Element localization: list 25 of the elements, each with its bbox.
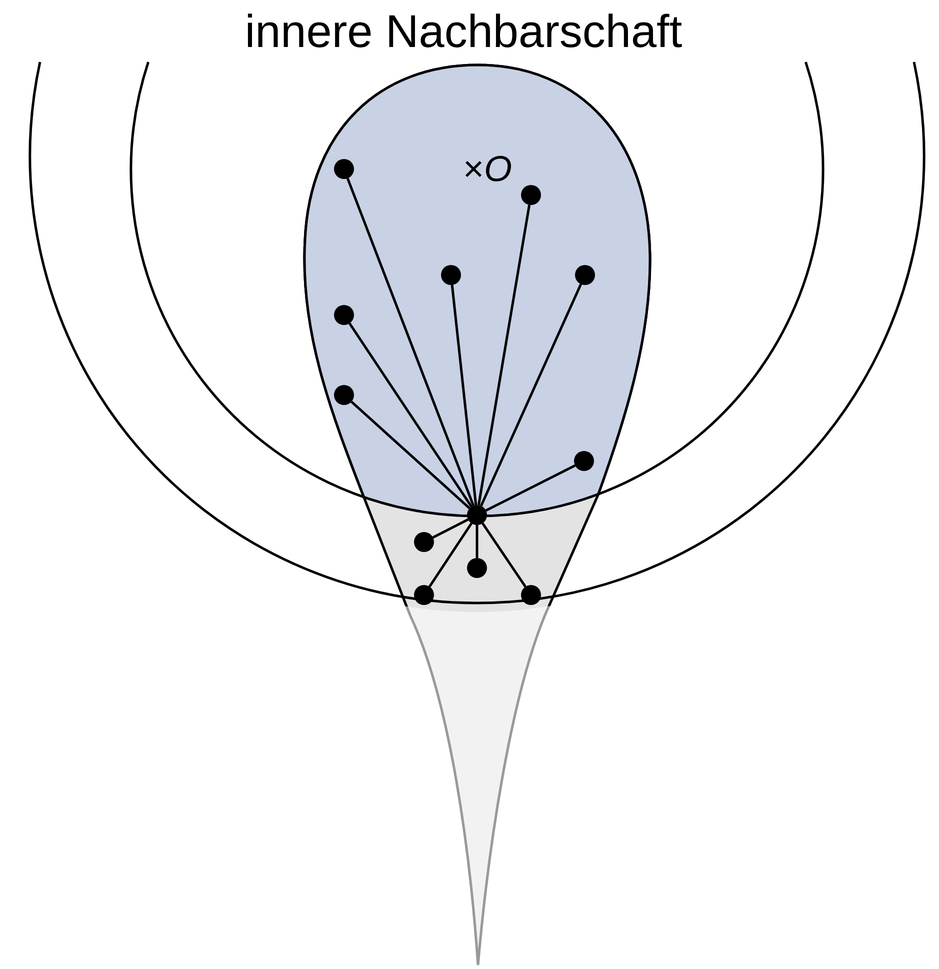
- node-dot: [414, 585, 434, 605]
- node-dot: [334, 305, 354, 325]
- edge-line: [450, 284, 478, 506]
- point-label: ×O: [463, 148, 512, 190]
- edge-line: [348, 322, 472, 508]
- edge-line: [482, 522, 526, 588]
- edge-line: [428, 522, 473, 588]
- edge-line: [346, 178, 475, 506]
- edge-line: [477, 204, 531, 506]
- node-dot: [467, 505, 487, 525]
- node-dot: [575, 265, 595, 285]
- node-dot: [414, 532, 434, 552]
- node-dot: [521, 585, 541, 605]
- node-dot: [521, 185, 541, 205]
- edge-line: [350, 400, 470, 510]
- title: innere Nachbarschaft: [244, 4, 684, 58]
- node-dot: [334, 159, 354, 179]
- edge-line: [485, 464, 576, 512]
- edge-line: [476, 525, 478, 558]
- edge-line: [480, 284, 582, 506]
- node-dot: [574, 451, 594, 471]
- node-dot: [467, 558, 487, 578]
- node-dot: [441, 265, 461, 285]
- edge-line: [432, 518, 469, 539]
- node-dot: [334, 385, 354, 405]
